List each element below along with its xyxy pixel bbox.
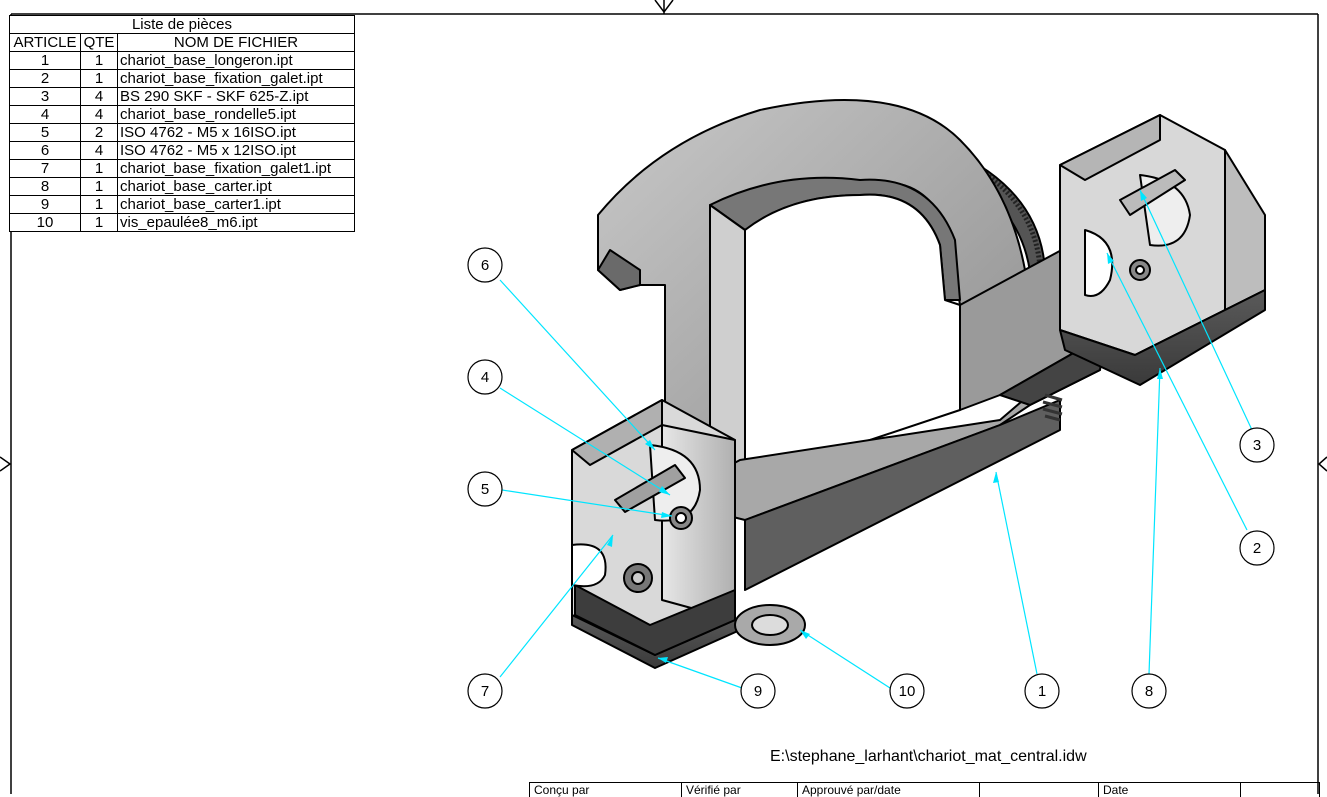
svg-text:4: 4: [481, 369, 489, 386]
leader-lines: [499, 189, 1253, 689]
article-cell: 7: [9, 159, 81, 178]
file-cell: chariot_base_longeron.ipt: [117, 51, 355, 70]
balloon-4: 4: [467, 359, 503, 395]
title-block-blank-cell: [979, 782, 1099, 797]
header-nom-de-fichier: NOM DE FICHIER: [117, 33, 355, 52]
qte-cell: 1: [80, 69, 118, 88]
parts-list-table: Liste de pièces ARTICLE QTE NOM DE FICHI…: [9, 15, 355, 232]
file-path-caption: E:\stephane_larhant\chariot_mat_central.…: [770, 748, 1087, 765]
file-cell: chariot_base_carter.ipt: [117, 177, 355, 196]
qte-cell: 4: [80, 87, 118, 106]
qte-cell: 1: [80, 51, 118, 70]
date-label: Date: [1098, 782, 1241, 797]
title-block-end-cell: [1240, 782, 1320, 797]
balloon-1: 1: [1024, 673, 1060, 709]
article-cell: 9: [9, 195, 81, 214]
svg-text:9: 9: [754, 683, 762, 700]
qte-cell: 4: [80, 141, 118, 160]
balloon-7: 7: [467, 673, 503, 709]
article-cell: 6: [9, 141, 81, 160]
balloon-3: 3: [1239, 427, 1275, 463]
svg-text:10: 10: [899, 683, 916, 700]
file-cell: chariot_base_fixation_galet.ipt: [117, 69, 355, 88]
svg-text:5: 5: [481, 481, 489, 498]
centering-marks: [0, 0, 1327, 472]
article-cell: 2: [9, 69, 81, 88]
file-cell: chariot_base_fixation_galet1.ipt: [117, 159, 355, 178]
balloon-6: 6: [467, 247, 503, 283]
article-cell: 10: [9, 213, 81, 232]
verifie-par-label: Vérifié par: [681, 782, 798, 797]
qte-cell: 1: [80, 159, 118, 178]
svg-text:6: 6: [481, 257, 489, 274]
article-cell: 8: [9, 177, 81, 196]
article-cell: 1: [9, 51, 81, 70]
parts-list-title-row: Liste de pièces: [9, 15, 355, 34]
qte-cell: 2: [80, 123, 118, 142]
qte-cell: 4: [80, 105, 118, 124]
balloon-8: 8: [1131, 673, 1167, 709]
svg-text:7: 7: [481, 683, 489, 700]
parts-list-header-row: ARTICLE QTE NOM DE FICHIER: [9, 33, 355, 52]
qte-cell: 1: [80, 177, 118, 196]
file-cell: ISO 4762 - M5 x 12ISO.ipt: [117, 141, 355, 160]
assembly-view: [571, 99, 1266, 669]
balloon-9: 9: [740, 673, 776, 709]
svg-text:3: 3: [1253, 437, 1261, 454]
title-block: Conçu par Vérifié par Approuvé par/date …: [529, 782, 1320, 797]
svg-text:2: 2: [1253, 540, 1261, 557]
qte-cell: 1: [80, 213, 118, 232]
parts-list-title: Liste de pièces: [9, 15, 355, 34]
file-cell: chariot_base_carter1.ipt: [117, 195, 355, 214]
balloons: 6 4 5 7 9 10 1 8 2 3: [467, 247, 1275, 709]
svg-text:8: 8: [1145, 683, 1153, 700]
balloon-2: 2: [1239, 530, 1275, 566]
header-article: ARTICLE: [9, 33, 81, 52]
svg-text:1: 1: [1038, 683, 1046, 700]
article-cell: 5: [9, 123, 81, 142]
article-cell: 3: [9, 87, 81, 106]
qte-cell: 1: [80, 195, 118, 214]
balloon-10: 10: [889, 673, 925, 709]
article-cell: 4: [9, 105, 81, 124]
file-cell: ISO 4762 - M5 x 16ISO.ipt: [117, 123, 355, 142]
leader-arrowheads: [607, 190, 1163, 663]
approuve-par-label: Approuvé par/date: [797, 782, 980, 797]
spring: [1042, 393, 1063, 422]
balloon-5: 5: [467, 471, 503, 507]
file-cell: BS 290 SKF - SKF 625-Z.ipt: [117, 87, 355, 106]
file-cell: vis_epaulée8_m6.ipt: [117, 213, 355, 232]
concu-par-label: Conçu par: [529, 782, 682, 797]
header-qte: QTE: [80, 33, 118, 52]
file-cell: chariot_base_rondelle5.ipt: [117, 105, 355, 124]
